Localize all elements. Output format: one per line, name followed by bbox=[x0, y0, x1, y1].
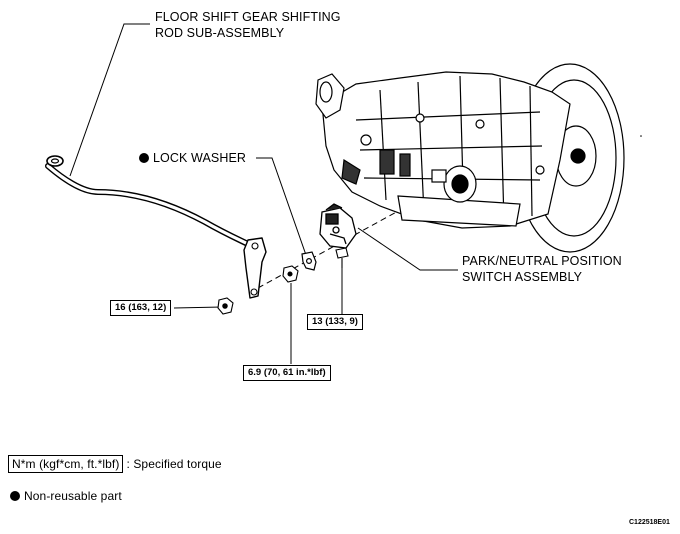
lock-washer-text: LOCK WASHER bbox=[153, 151, 247, 165]
shift-rod-label-line1: FLOOR SHIFT GEAR SHIFTING bbox=[155, 10, 341, 24]
figure-code: C122518E01 bbox=[629, 519, 670, 526]
bolt-right bbox=[335, 247, 349, 268]
legend-nonreusable: Non-reusable part bbox=[10, 488, 122, 504]
legend-dot-icon bbox=[10, 491, 20, 501]
torque-nut-left: 16 (163, 12) bbox=[110, 300, 172, 316]
nonreusable-dot-icon bbox=[139, 153, 149, 163]
pnp-switch-label-line1: PARK/NEUTRAL POSITION bbox=[462, 254, 622, 268]
speck bbox=[640, 135, 642, 137]
shift-rod bbox=[45, 155, 267, 299]
legend-torque-desc: : Specified torque bbox=[126, 457, 222, 471]
pnp-switch-label: PARK/NEUTRAL POSITION SWITCH ASSEMBLY bbox=[462, 253, 622, 285]
torque-bolt-right: 13 (133, 9) bbox=[307, 314, 363, 330]
pnp-switch-label-line2: SWITCH ASSEMBLY bbox=[462, 270, 583, 284]
nut-left bbox=[217, 297, 234, 315]
nut-center bbox=[282, 265, 299, 283]
shift-rod-label-line2: ROD SUB-ASSEMBLY bbox=[155, 26, 285, 40]
lock-washer-label: LOCK WASHER bbox=[139, 150, 246, 166]
legend-torque-unit: N*m (kgf*cm, ft.*lbf) bbox=[8, 455, 124, 473]
shift-rod-label: FLOOR SHIFT GEAR SHIFTING ROD SUB-ASSEMB… bbox=[155, 9, 341, 41]
legend-torque: N*m (kgf*cm, ft.*lbf): Specified torque bbox=[8, 455, 222, 473]
legend-nonreusable-text: Non-reusable part bbox=[24, 489, 122, 503]
transmission bbox=[315, 63, 625, 253]
pnp-switch bbox=[319, 203, 357, 249]
lock-washer bbox=[301, 251, 317, 271]
torque-nut-center: 6.9 (70, 61 in.*lbf) bbox=[243, 365, 331, 381]
